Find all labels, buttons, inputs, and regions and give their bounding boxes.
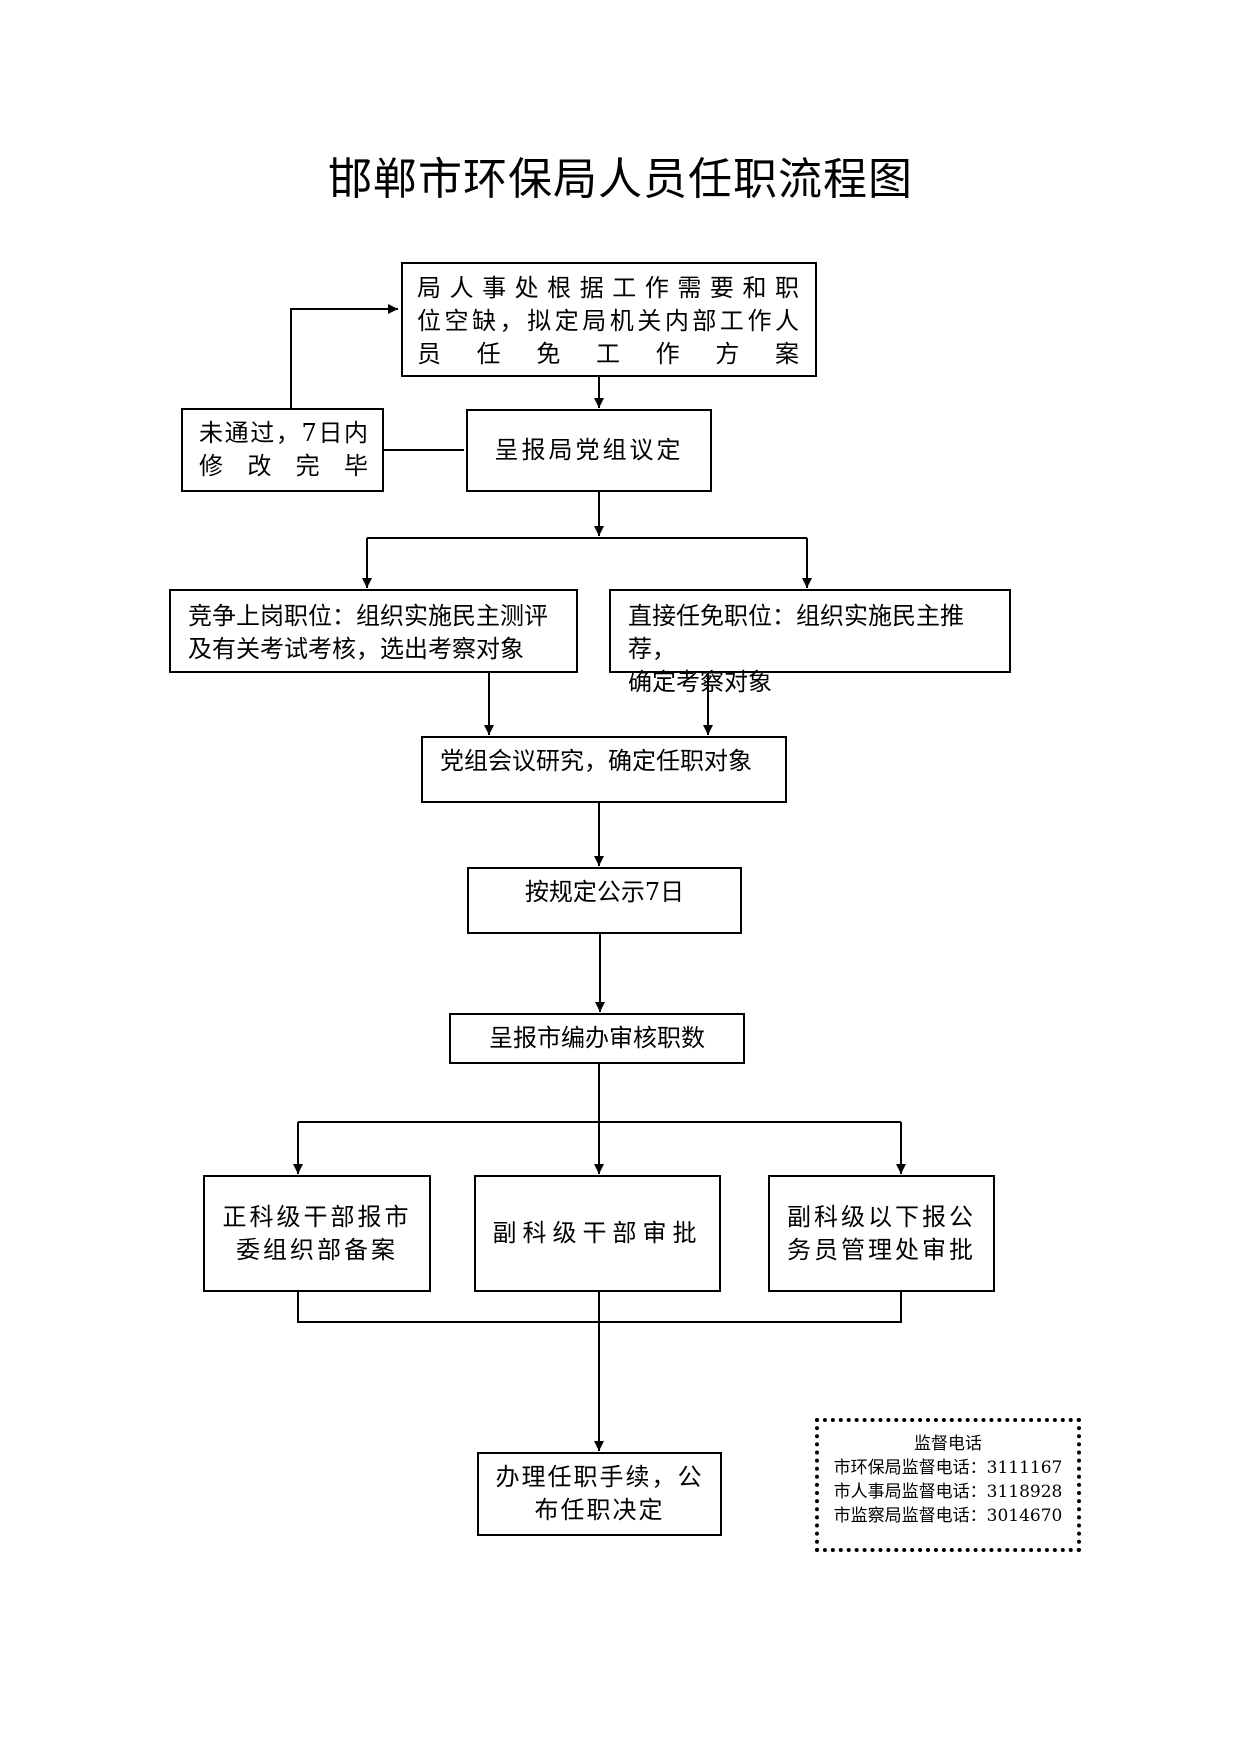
- step-below-approval-line-2: 务员管理处审批: [787, 1235, 976, 1264]
- step-plan-line-1: 局人事处根据工作需要和职: [417, 274, 801, 302]
- step-finalize-line-2: 布任职决定: [534, 1496, 665, 1524]
- step-quota-review-label: 呈报市编办审核职数: [489, 1024, 705, 1052]
- step-chief-filing-line-2: 委组织部备案: [236, 1235, 398, 1264]
- step-compete-line-2: 及有关考试考核，选出考察对象: [188, 635, 524, 663]
- step-submit-party-label: 呈报局党组议定: [494, 436, 684, 464]
- step-direct-line-2: 确定考察对象: [628, 668, 772, 696]
- supervision-line-personnel: 市人事局监督电话：3118928: [833, 1482, 1063, 1502]
- step-plan-line-2: 位空缺，拟定局机关内部工作人: [417, 307, 801, 335]
- step-direct: 直接任免职位：组织实施民主推荐， 确定考察对象: [609, 589, 1011, 696]
- arrow-revise-to-plan: [290, 304, 398, 408]
- page-title: 邯郸市环保局人员任职流程图: [328, 154, 913, 205]
- step-revise-line-1: 未通过，7日内: [199, 419, 368, 447]
- step-below-approval: 副科级以下报公 务员管理处审批: [768, 1175, 995, 1292]
- step-plan: 局人事处根据工作需要和职 位空缺，拟定局机关内部工作人 员 任 免 工 作 方 …: [401, 262, 817, 377]
- step-compete: 竞争上岗职位：组织实施民主测评 及有关考试考核，选出考察对象: [169, 589, 578, 673]
- step-revise: 未通过，7日内 修 改 完 毕: [181, 408, 384, 492]
- step-meeting-label: 党组会议研究，确定任职对象: [440, 747, 752, 775]
- step-quota-review: 呈报市编办审核职数: [449, 1013, 745, 1064]
- supervision-line-epb: 市环保局监督电话：3111167: [833, 1458, 1063, 1478]
- supervision-heading: 监督电话: [914, 1434, 982, 1454]
- step-meeting: 党组会议研究，确定任职对象: [421, 736, 787, 803]
- step-deputy-approval: 副科级干部审批: [474, 1175, 721, 1292]
- step-revise-line-2: 修 改 完 毕: [199, 452, 368, 480]
- step-finalize-line-1: 办理任职手续，公: [495, 1463, 704, 1491]
- step-submit-party: 呈报局党组议定: [466, 409, 712, 492]
- step-plan-line-3: 员 任 免 工 作 方 案: [417, 340, 801, 368]
- step-deputy-approval-label: 副科级干部审批: [492, 1219, 703, 1247]
- step-publicize: 按规定公示7日: [467, 867, 742, 934]
- supervision-line-inspection: 市监察局监督电话：3014670: [833, 1506, 1063, 1526]
- step-publicize-label: 按规定公示7日: [524, 878, 685, 906]
- supervision-phone-box: 监督电话 市环保局监督电话：3111167 市人事局监督电话：3118928 市…: [815, 1418, 1081, 1552]
- step-finalize: 办理任职手续，公 布任职决定: [477, 1452, 722, 1536]
- step-chief-filing: 正科级干部报市 委组织部备案: [203, 1175, 431, 1292]
- step-chief-filing-line-1: 正科级干部报市: [222, 1202, 412, 1231]
- step-direct-line-1: 直接任免职位：组织实施民主推荐，: [628, 602, 964, 663]
- step-below-approval-line-1: 副科级以下报公: [787, 1202, 976, 1231]
- step-compete-line-1: 竞争上岗职位：组织实施民主测评: [188, 602, 548, 630]
